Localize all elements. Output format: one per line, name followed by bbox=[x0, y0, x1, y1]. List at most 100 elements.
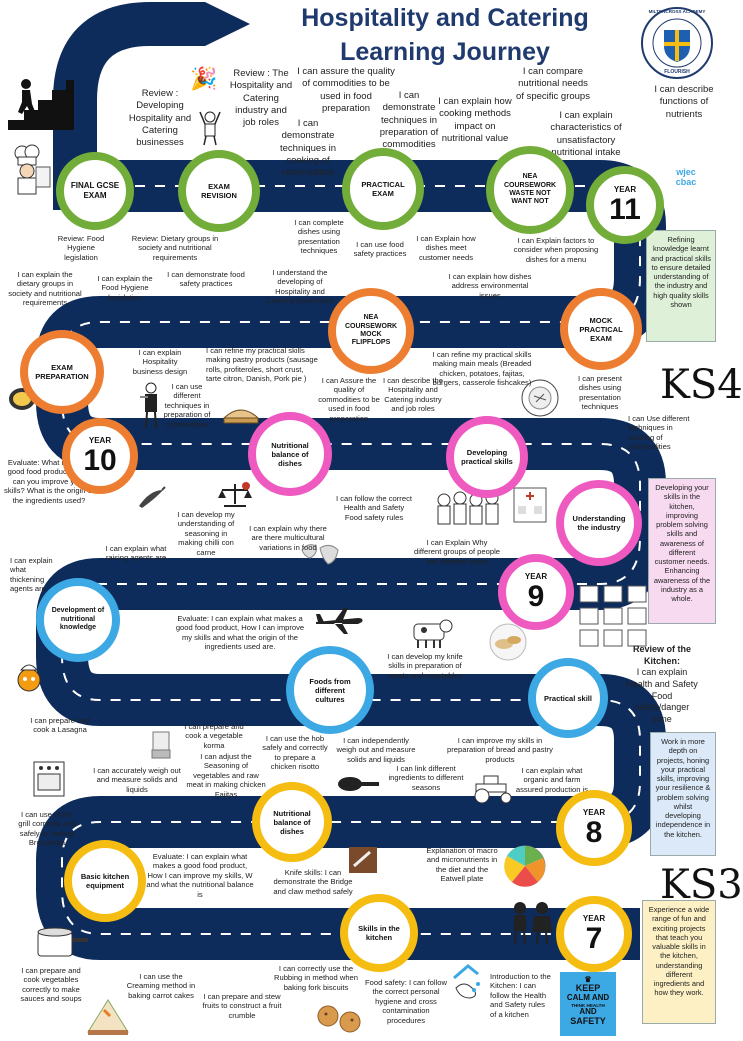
milestone-label: Nutritional balance of dishes bbox=[273, 808, 311, 836]
statement: I can demonstrate techniques in preparat… bbox=[379, 90, 439, 151]
statement: I can follow the correct Health and Safe… bbox=[336, 494, 412, 522]
statement: I can prepare and cook a vegetable korma bbox=[184, 722, 244, 750]
y8-summary-box: Work in more depth on projects, honing y… bbox=[650, 732, 716, 856]
statement: I can Explain how dishes meet customer n… bbox=[416, 234, 476, 262]
statement: I can explain the dietary groups in soci… bbox=[8, 270, 82, 308]
people-group-icon bbox=[434, 490, 506, 537]
skillet-icon bbox=[336, 774, 380, 799]
statement: I can prepare and cook a Lasagna bbox=[30, 716, 90, 735]
balance-scale-icon bbox=[218, 480, 252, 513]
statement: I can link different ingredients to diff… bbox=[388, 764, 464, 792]
statement: I can describe functions of nutrients bbox=[654, 84, 714, 120]
statement: I can explain Hospitality business desig… bbox=[132, 348, 188, 376]
milestone-label: MOCK PRACTICAL EXAM bbox=[579, 315, 623, 343]
year-label: YEAR bbox=[524, 572, 548, 582]
statement: I can assure the quality of commodities … bbox=[297, 66, 395, 115]
statement: I can use different techniques in prepar… bbox=[163, 382, 211, 429]
statement: I can Use different techniques in cookin… bbox=[628, 414, 690, 452]
keep-calm-poster: ♛ KEEP CALM AND THINK HEALTH AND SAFETY bbox=[560, 972, 616, 1036]
statement: I can adjust the Seasoning of vegetables… bbox=[186, 752, 266, 799]
school-logo-top-text: MILTONCROSS ACADEMY bbox=[648, 9, 706, 14]
year-label: YEAR bbox=[582, 808, 606, 818]
statement: I can explain what raising agents are bbox=[105, 544, 167, 563]
eatwell-plate-icon bbox=[498, 844, 552, 893]
review-kitchen-title: Review of the Kitchen: bbox=[632, 644, 691, 666]
statement: I can develop my understanding of season… bbox=[177, 510, 235, 557]
cutting-board-icon bbox=[348, 846, 378, 879]
milestone-nutritional-knowledge: Development of nutritional knowledge bbox=[36, 578, 120, 662]
statement: I can explain characteristics of unsatis… bbox=[550, 110, 622, 159]
statement: Review: Dietary groups in society and nu… bbox=[131, 234, 219, 262]
milestone-label: Basic kitchen equipment bbox=[80, 872, 130, 890]
airplane-icon bbox=[314, 606, 364, 641]
keep-calm-line-1: KEEP bbox=[575, 983, 601, 993]
blender-icon bbox=[150, 730, 172, 765]
milestone-developing-practical-skills: Developing practical skills bbox=[446, 416, 528, 498]
milestone-label: Developing practical skills bbox=[461, 448, 513, 466]
statement: I can Explain Why different groups of pe… bbox=[414, 538, 500, 566]
milestone-nea-waste-not: NEA COURSEWORK WASTE NOT WANT NOT bbox=[486, 146, 574, 234]
keep-calm-line-5: SAFETY bbox=[570, 1015, 606, 1026]
statement: Evaluate: What makes a good food product… bbox=[4, 458, 94, 505]
milestone-final-gcse-exam: FINAL GCSE EXAM bbox=[56, 152, 134, 230]
y11-summary-box: Refining knowledge learnt and practical … bbox=[646, 230, 716, 342]
statement: I can Explain factors to consider when p… bbox=[513, 236, 599, 264]
statement: Review : The Hospitality and Catering in… bbox=[229, 68, 293, 129]
milestone-basic-kitchen-equipment: Basic kitchen equipment bbox=[64, 840, 146, 922]
statement: Knife skills: I can demonstrate the Brid… bbox=[273, 868, 353, 896]
hospital-icon bbox=[510, 478, 550, 529]
statement: I can complete dishes using presentation… bbox=[294, 218, 344, 256]
statement: I can use the Creaming method in baking … bbox=[126, 972, 196, 1000]
milestone-label: EXAM PREPARATION bbox=[35, 363, 89, 381]
year-10-badge: YEAR 10 bbox=[62, 418, 138, 494]
wjec-text: wjec bbox=[676, 167, 696, 177]
milestone-understanding-industry: Understanding the industry bbox=[556, 480, 642, 566]
review-kitchen-body: I can explain Health and Safety Food saf… bbox=[626, 667, 698, 725]
year-label: YEAR bbox=[613, 185, 637, 195]
school-crest-logo: MILTONCROSS ACADEMY FLOURISH bbox=[640, 6, 714, 80]
statement: Explanation of macro and micronutrients … bbox=[426, 846, 498, 884]
milestone-foods-different-cultures: Foods from different cultures bbox=[286, 646, 374, 734]
waiter-icon bbox=[140, 382, 162, 435]
statement: Food safety: I can follow the correct pe… bbox=[365, 978, 447, 1025]
hospitality-icons-grid bbox=[578, 584, 650, 653]
statement: I can prepare and stew fruits to constru… bbox=[202, 992, 282, 1020]
milestone-label: NEA COURSEWORK MOCK FLIPFLOPS bbox=[344, 314, 398, 347]
statement: Evaluate: I can explain what makes a goo… bbox=[146, 852, 254, 899]
milestone-practical-exam: PRACTICAL EXAM bbox=[342, 148, 424, 230]
statement: I can use food safety practices bbox=[353, 240, 407, 259]
milestone-exam-revision: EXAM REVISION bbox=[178, 150, 260, 232]
oven-icon bbox=[32, 760, 66, 803]
milestone-label: PRACTICAL EXAM bbox=[361, 180, 405, 198]
stairs-climber-icon bbox=[6, 74, 76, 137]
milestone-nutritional-balance-y10: Nutritional balance of dishes bbox=[248, 412, 332, 496]
milestone-nea-mock-flipflops: NEA COURSEWORK MOCK FLIPFLOPS bbox=[328, 288, 414, 374]
milestone-mock-practical-exam: MOCK PRACTICAL EXAM bbox=[560, 288, 642, 370]
statement: Evaluate: I can explain what makes a goo… bbox=[175, 614, 305, 652]
title-line-1: Hospitality and Catering bbox=[301, 4, 589, 32]
y10-summary-box: Developing your skills in the kitchen, i… bbox=[648, 478, 716, 624]
statement: I can prepare and cook vegetables correc… bbox=[20, 966, 82, 1004]
milestone-nutritional-balance-y8: Nutritional balance of dishes bbox=[252, 782, 332, 862]
students-icon bbox=[508, 900, 556, 951]
statement: I can correctly use the Rubbing in metho… bbox=[273, 964, 358, 992]
statement: I can use of the grill correctly and saf… bbox=[18, 810, 76, 848]
year-7-badge: YEAR 7 bbox=[556, 896, 632, 972]
year-number: 11 bbox=[609, 192, 641, 226]
statement: I can develop my knife skills in prepara… bbox=[387, 652, 463, 680]
milestone-label: Nutritional balance of dishes bbox=[271, 440, 309, 468]
garfield-chef-icon bbox=[12, 660, 46, 699]
statement: I can explain the Food Hygiene legislati… bbox=[97, 274, 153, 302]
statement: Introduction to the Kitchen: I can follo… bbox=[490, 972, 551, 1019]
year-11-badge: YEAR 11 bbox=[586, 166, 664, 244]
chef-icon bbox=[6, 144, 52, 200]
year-number: 7 bbox=[585, 921, 603, 955]
keep-calm-line-4: AND bbox=[579, 1007, 597, 1017]
statement: I can explain how cooking methods impact… bbox=[438, 96, 512, 145]
statement: Review : Developing Hospitality and Cate… bbox=[128, 88, 192, 149]
bread-collection-icon bbox=[484, 622, 532, 667]
statement: I can explain how dishes address environ… bbox=[448, 272, 532, 300]
statement: I can explain what organic and farm assu… bbox=[515, 766, 589, 794]
pie-icon bbox=[222, 404, 260, 429]
year-number: 9 bbox=[527, 579, 545, 613]
